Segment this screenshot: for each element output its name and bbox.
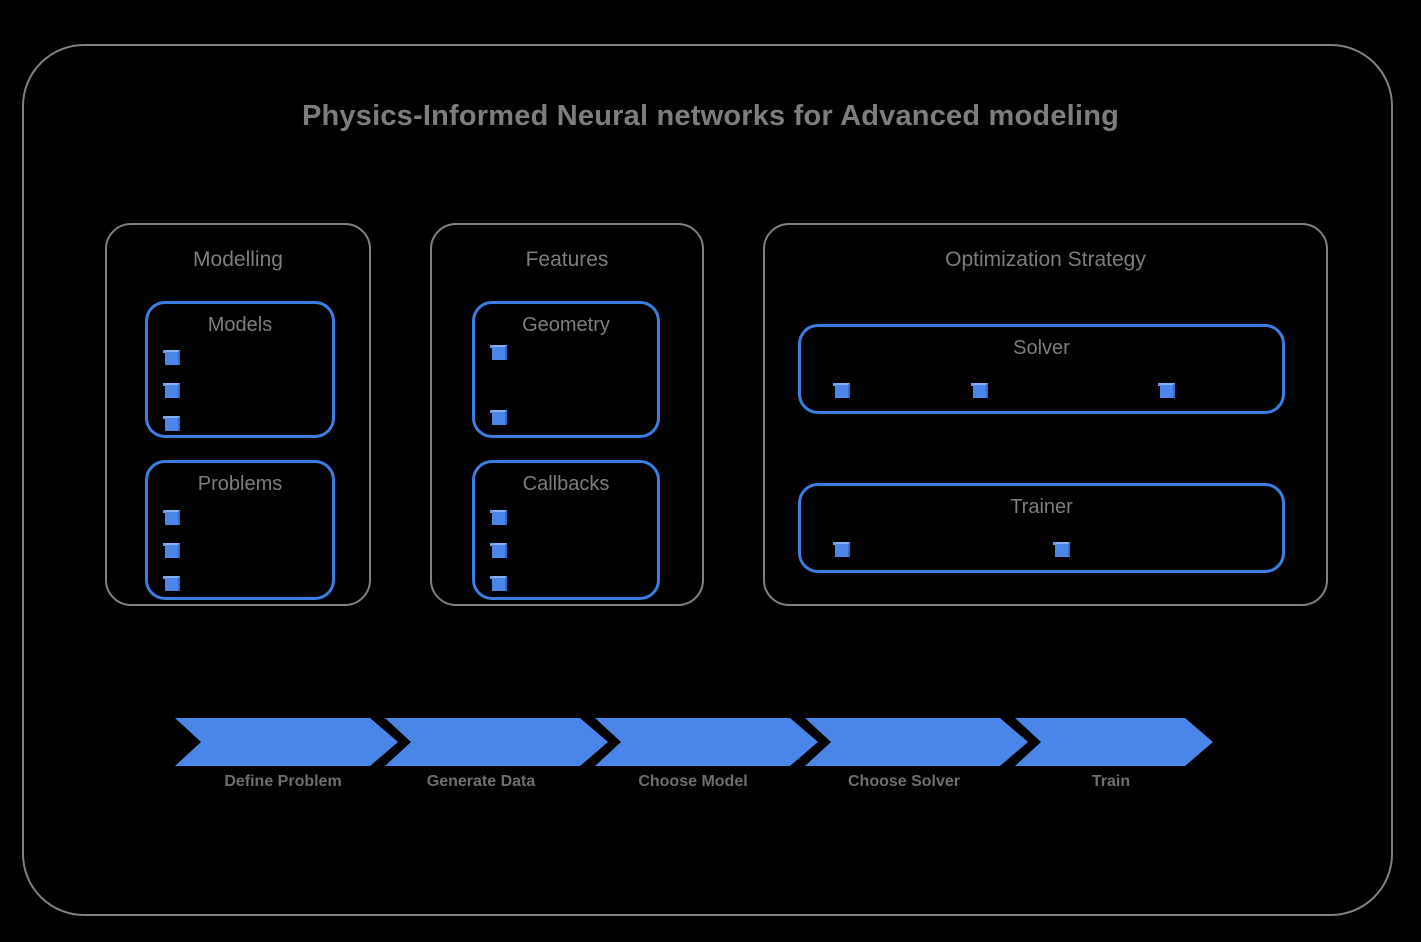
bullet-cube-icon bbox=[833, 383, 850, 398]
box-problems[interactable]: Problems bbox=[145, 460, 335, 600]
box-geometry[interactable]: Geometry bbox=[472, 301, 660, 438]
group-panel-features: Features bbox=[430, 223, 704, 606]
flow-arrow-generate-data[interactable] bbox=[385, 718, 608, 766]
bullet-cube-icon bbox=[163, 576, 180, 591]
bullet-cube-icon bbox=[490, 576, 507, 591]
flow-arrow-train[interactable] bbox=[1015, 718, 1213, 766]
outer-container-frame bbox=[22, 44, 1393, 916]
process-flow-arrows bbox=[175, 718, 1213, 766]
page-title: Physics-Informed Neural networks for Adv… bbox=[301, 100, 1120, 132]
bullet-cube-icon bbox=[490, 410, 507, 425]
flow-label-train: Train bbox=[1091, 773, 1131, 790]
bullet-cube-icon bbox=[163, 383, 180, 398]
group-title-features: Features bbox=[525, 248, 609, 271]
bullet-cube-icon bbox=[490, 345, 507, 360]
flow-label-choose-model: Choose Model bbox=[638, 773, 748, 790]
flow-arrow-define-problem[interactable] bbox=[175, 718, 398, 766]
box-models[interactable]: Models bbox=[145, 301, 335, 438]
box-title-problems: Problems bbox=[197, 473, 283, 495]
bullet-cube-icon bbox=[163, 350, 180, 365]
flow-arrow-choose-model[interactable] bbox=[595, 718, 818, 766]
bullet-cube-icon bbox=[971, 383, 988, 398]
flow-label-generate-data: Generate Data bbox=[426, 773, 536, 790]
group-title-optimization-strategy: Optimization Strategy bbox=[945, 248, 1146, 271]
flow-label-define-problem: Define Problem bbox=[224, 773, 342, 790]
box-title-models: Models bbox=[207, 314, 273, 336]
box-title-solver: Solver bbox=[1013, 337, 1070, 359]
process-flow: Define Problem Generate Data Choose Mode… bbox=[0, 700, 1421, 810]
bullet-cube-icon bbox=[1053, 542, 1070, 557]
bullet-cube-icon bbox=[833, 542, 850, 557]
group-panel-modelling: Modelling bbox=[105, 223, 371, 606]
box-solver[interactable]: Solver bbox=[798, 324, 1285, 414]
flow-label-choose-solver: Choose Solver bbox=[847, 773, 961, 790]
box-title-geometry: Geometry bbox=[522, 314, 610, 336]
bullet-cube-icon bbox=[490, 543, 507, 558]
bullet-cube-icon bbox=[490, 510, 507, 525]
box-title-callbacks: Callbacks bbox=[522, 473, 610, 495]
group-title-modelling: Modelling bbox=[193, 248, 283, 271]
bullet-cube-icon bbox=[163, 543, 180, 558]
box-callbacks[interactable]: Callbacks bbox=[472, 460, 660, 600]
bullet-cube-icon bbox=[1158, 383, 1175, 398]
bullet-cube-icon bbox=[163, 510, 180, 525]
box-trainer[interactable]: Trainer bbox=[798, 483, 1285, 573]
bullet-cube-icon bbox=[163, 416, 180, 431]
group-panel-optimization-strategy: Optimization Strategy bbox=[763, 223, 1328, 606]
box-title-trainer: Trainer bbox=[1010, 496, 1073, 518]
flow-arrow-choose-solver[interactable] bbox=[805, 718, 1028, 766]
